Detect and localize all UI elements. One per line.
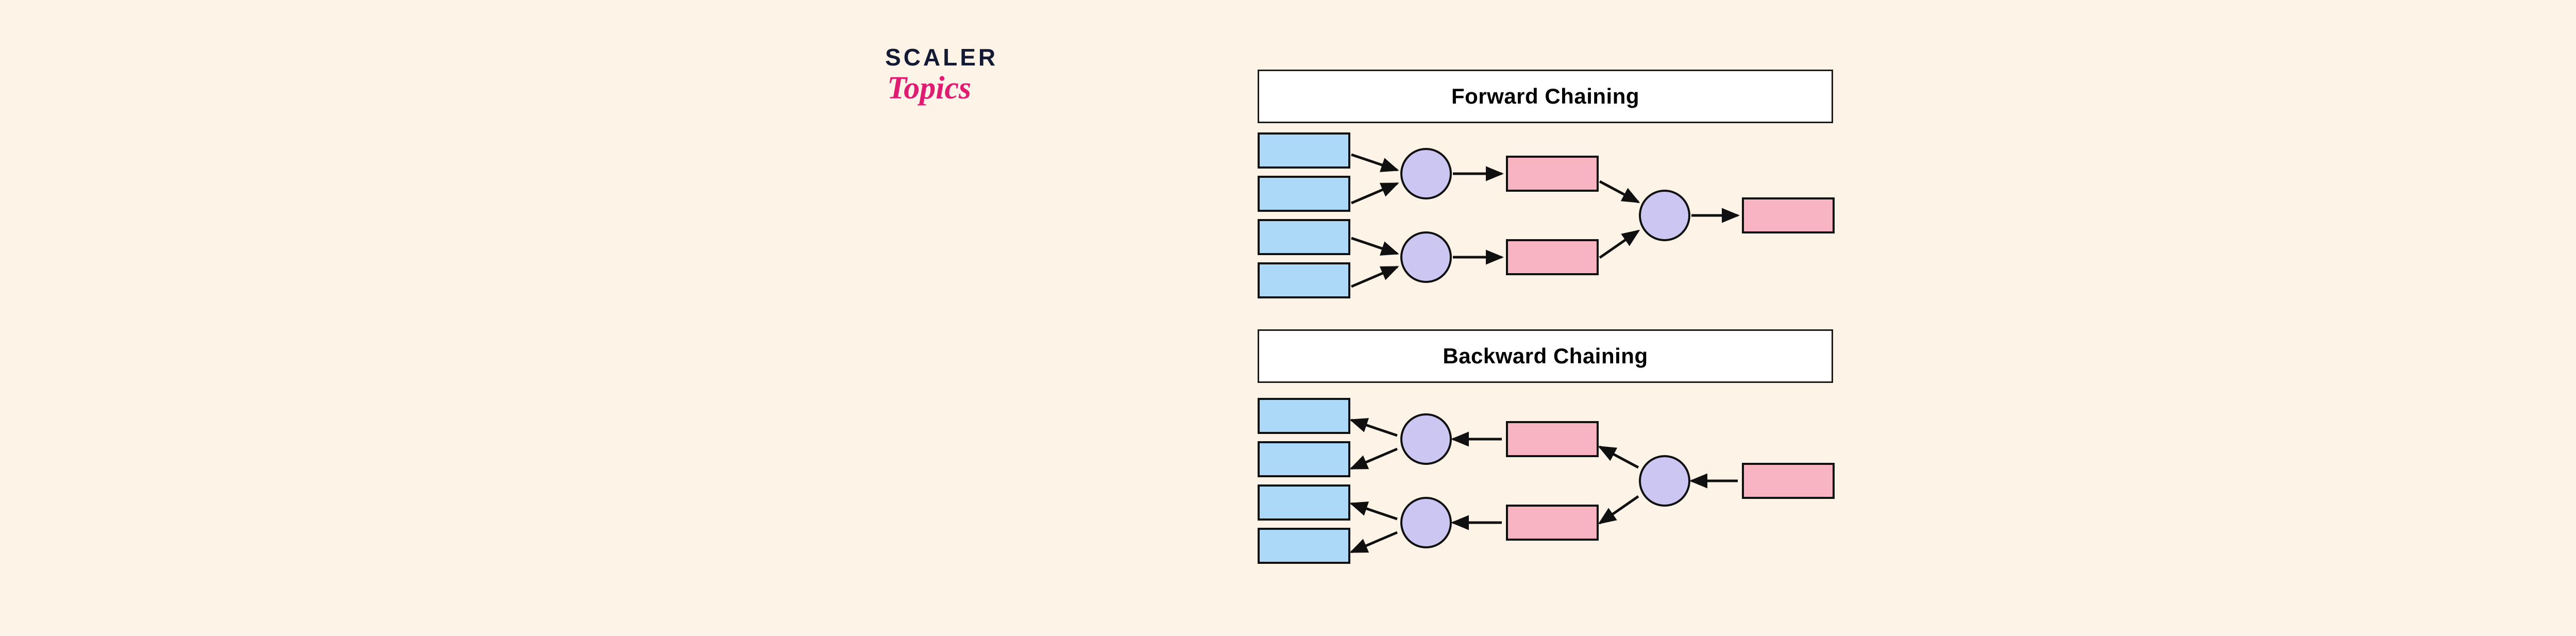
rule-circle-1 — [1400, 148, 1452, 199]
derived-box-1 — [1506, 156, 1599, 192]
forward-chaining-title-bar: Forward Chaining — [1258, 70, 1833, 123]
edge-rule3-to-subgoal2 — [1598, 495, 1639, 525]
goal-fact-box-4 — [1258, 528, 1350, 564]
edge-fact2-to-rule1 — [1351, 182, 1399, 205]
fact-box-1 — [1258, 132, 1350, 169]
edge-rule3-to-subgoal1 — [1598, 445, 1639, 469]
goal-fact-box-2 — [1258, 441, 1350, 477]
goal-fact-box-1 — [1258, 398, 1350, 434]
edge-rule1-to-fact2 — [1349, 447, 1398, 470]
edge-rule2-to-fact3 — [1349, 501, 1398, 521]
conclusion-box — [1742, 197, 1835, 233]
backward-chaining-title-text: Backward Chaining — [1443, 344, 1648, 368]
scaler-topics-logo: SCALER Topics — [885, 45, 1040, 128]
logo-scaler-wordmark: SCALER — [885, 44, 998, 71]
edge-fact4-to-rule2 — [1351, 265, 1399, 288]
fact-box-4 — [1258, 262, 1350, 298]
edge-fact3-to-rule2 — [1351, 237, 1399, 256]
rule-circle-3 — [1639, 190, 1690, 241]
edge-derived1-to-rule3 — [1599, 180, 1640, 204]
edge-fact1-to-rule1 — [1351, 153, 1399, 172]
forward-chaining-title-text: Forward Chaining — [1451, 84, 1639, 108]
forward-chaining-edges — [1351, 153, 1740, 288]
goal-rule-circle-2 — [1400, 497, 1452, 548]
goal-box — [1742, 463, 1835, 499]
edge-rule2-to-fact4 — [1349, 531, 1398, 554]
backward-chaining-edges — [1349, 418, 1738, 554]
fact-box-3 — [1258, 219, 1350, 255]
goal-rule-circle-3 — [1639, 455, 1690, 507]
edge-rule1-to-fact1 — [1349, 418, 1398, 437]
derived-box-2 — [1506, 239, 1599, 275]
logo-topics-wordmark: Topics — [887, 71, 972, 106]
goal-fact-box-3 — [1258, 484, 1350, 521]
backward-chaining-title-bar: Backward Chaining — [1258, 329, 1833, 383]
goal-rule-circle-1 — [1400, 413, 1452, 465]
subgoal-box-2 — [1506, 505, 1599, 541]
subgoal-box-1 — [1506, 421, 1599, 457]
fact-box-2 — [1258, 176, 1350, 212]
edge-derived2-to-rule3 — [1599, 229, 1640, 259]
rule-circle-2 — [1400, 231, 1452, 283]
